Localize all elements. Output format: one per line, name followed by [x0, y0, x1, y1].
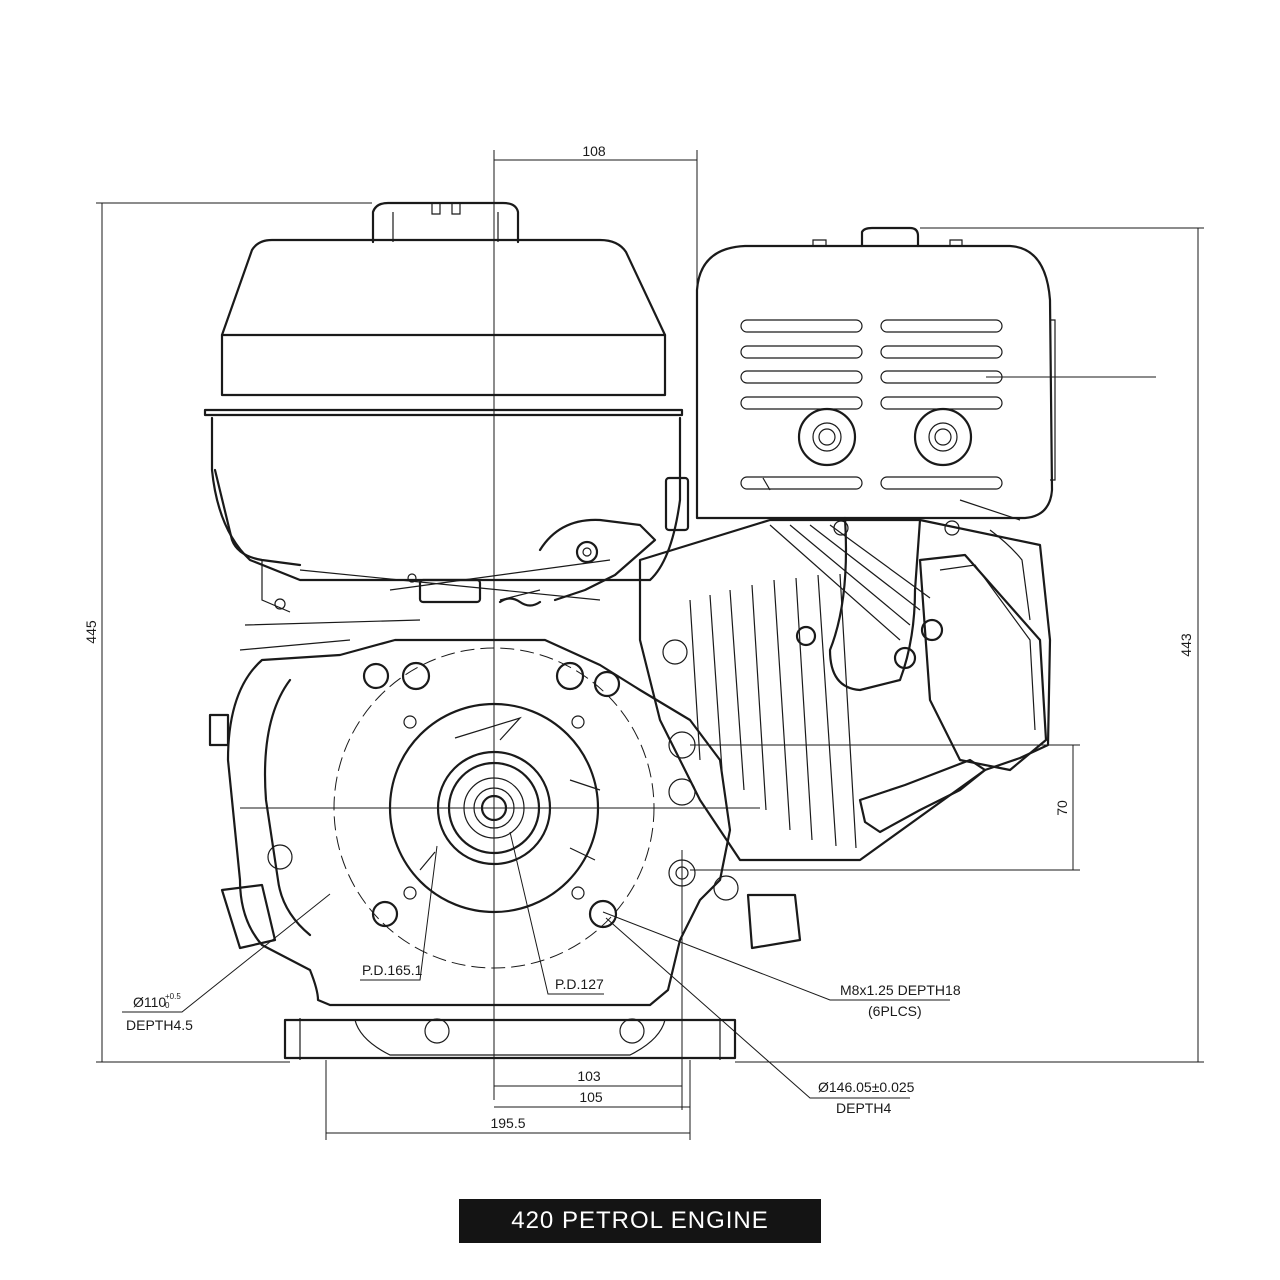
- dimension-labels: 108 445 443 70 103 105 195.5 P.D.165.1 P…: [83, 143, 1194, 1131]
- label-bore-tol-low: 0: [165, 1001, 170, 1010]
- dim-108: 108: [582, 143, 606, 159]
- label-pd165: P.D.165.1: [362, 962, 423, 978]
- title-banner: 420 PETROL ENGINE: [459, 1199, 821, 1243]
- mounting-base: [283, 1018, 737, 1060]
- dim-103: 103: [577, 1068, 601, 1084]
- fuel-cap: [371, 201, 520, 244]
- fuel-tank: [203, 238, 684, 582]
- label-pd127: P.D.127: [555, 976, 604, 992]
- label-bolt-thread: M8x1.25 DEPTH18: [840, 982, 961, 998]
- flange-bolt-pattern: [362, 661, 621, 929]
- label-spigot-depth: DEPTH4: [836, 1100, 891, 1116]
- label-bore-dia: Ø110: [133, 994, 166, 1010]
- carburetor-linkage: [239, 476, 690, 651]
- label-bore-depth: DEPTH4.5: [126, 1017, 193, 1033]
- dimension-lines: [96, 150, 1204, 1140]
- crankcase: [208, 638, 802, 1007]
- label-bolt-count: (6PLCS): [868, 1003, 922, 1019]
- muffler-vent-slots: [740, 319, 1003, 490]
- label-spigot-dia: Ø146.05±0.025: [818, 1079, 915, 1095]
- center-lines: [240, 150, 760, 1110]
- cylinder-and-fins: [638, 516, 1052, 862]
- muffler: [695, 226, 1156, 521]
- dim-105: 105: [579, 1089, 603, 1105]
- leader-lines: [122, 831, 950, 1099]
- dim-195-5: 195.5: [490, 1115, 525, 1131]
- dim-445: 445: [83, 620, 99, 644]
- muffler-bolts: [797, 407, 973, 467]
- page-title: 420 PETROL ENGINE: [511, 1207, 769, 1234]
- label-bore-tol: +0.5: [165, 992, 181, 1001]
- dim-70: 70: [1054, 800, 1070, 816]
- dim-443: 443: [1178, 633, 1194, 657]
